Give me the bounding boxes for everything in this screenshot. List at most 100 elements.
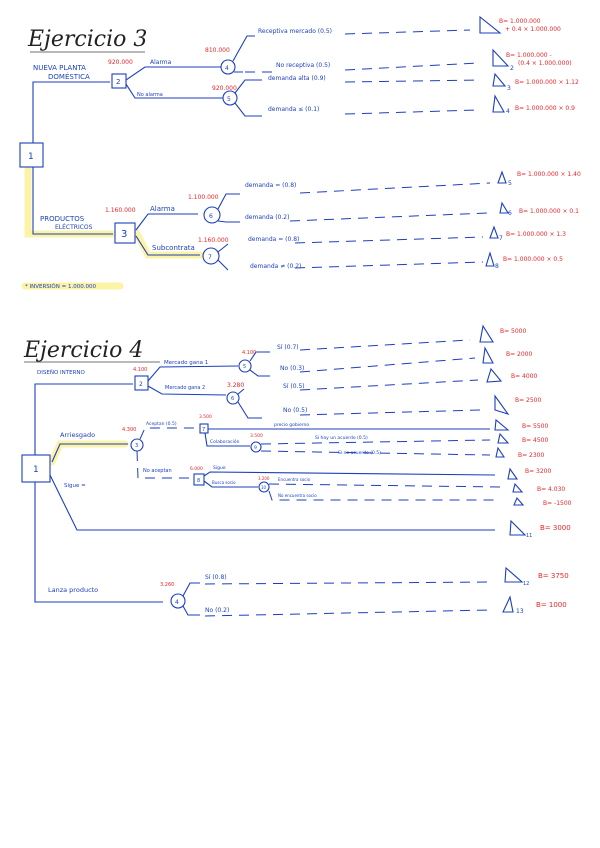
branch-label: Sí (0.7)	[277, 344, 299, 351]
outcome-3: 3B= 1.000.000 × 1.12	[492, 72, 579, 92]
node-value: 920.000	[108, 59, 133, 66]
branch-label: No (0.5)	[283, 407, 307, 414]
branch-label: No receptiva (0.5)	[276, 62, 330, 69]
branch-label: demanda alta (0.9)	[268, 75, 326, 82]
outcome-3: B= 4000	[486, 367, 538, 383]
alt-label: DISEÑO INTERNO	[37, 369, 86, 376]
node-label: 8	[197, 478, 200, 484]
decision-node-2	[111, 73, 127, 89]
branch-label: No aceptan	[143, 468, 172, 474]
investment-note: * INVERSIÓN = 1.000.000	[25, 283, 96, 290]
outcome-value: B= 1.000.000 × 0.1	[519, 208, 579, 215]
branch-label: Colaboración	[210, 438, 240, 445]
branch-label: Aceptan (0.5)	[146, 421, 177, 427]
branch-label: Subcontrata	[152, 244, 195, 252]
outcome-number: 12	[523, 581, 529, 587]
branch-label: Sí no acuerdo (0.5)	[338, 449, 381, 456]
chance-node-5	[222, 90, 238, 106]
node-label: 4	[175, 599, 179, 606]
node-label: 4	[225, 65, 229, 72]
node-value: 1.160.000	[105, 207, 136, 214]
node-label: 7	[208, 254, 212, 261]
outcome-number: 7	[499, 235, 503, 242]
node-value: 4.100	[133, 367, 147, 373]
outcome-value: B= 1.000.000 × 1.40	[517, 171, 581, 178]
outcome-value: B= -1500	[543, 500, 572, 507]
outcome-6: B= 4500	[497, 432, 549, 444]
outcome-value: B= 1.000.000	[499, 18, 541, 25]
chance-node-4	[220, 59, 236, 75]
outcome-number: 3	[507, 85, 511, 92]
outcome-13: 13 B= 1000	[502, 595, 567, 615]
node-label: 5	[227, 96, 231, 103]
outcome-5: B= 5500	[494, 418, 549, 431]
node-label: 5	[243, 364, 246, 370]
node-value: 1.100.000	[188, 194, 219, 201]
outcome-4: 4 B= 1.000.000 × 0.9	[492, 94, 575, 115]
outcome-8: B= 3200	[507, 467, 552, 480]
node-label: 3	[121, 229, 127, 240]
alt-label: DOMÉSTICA	[48, 72, 90, 81]
outcome-1: B= 1.000.000+ 0.4 × 1.000.000	[479, 15, 561, 34]
branch-label: No (0.2)	[205, 607, 229, 614]
outcome-value: B= 3200	[525, 468, 552, 475]
outcome-number: 11	[526, 533, 532, 539]
branch-label: Sigue =	[64, 483, 86, 489]
outcome-number: 13	[516, 608, 524, 615]
outcome-4: B= 2500	[494, 394, 542, 416]
outcome-number: 6	[508, 210, 512, 217]
decision-node-2	[134, 375, 149, 391]
outcome-12: 12B= 3750	[504, 566, 569, 587]
node-value: 4.100	[242, 350, 256, 356]
outcome-number: 4	[506, 108, 510, 115]
branch-label: Alarma	[150, 205, 175, 213]
node-value: 3.500	[250, 433, 263, 439]
outcome-value: B= 5000	[500, 328, 527, 335]
outcome-value: B= 5500	[522, 423, 549, 430]
node-label: 6	[209, 213, 213, 220]
node-label: 7	[202, 427, 205, 433]
exercise-4: Ejercicio 4 1 DISEÑO INTERNO 4.100 2 Mer…	[21, 324, 572, 617]
outcome-value: B= 3000	[540, 524, 571, 532]
outcome-5: 5B= 1.000.000 × 1.40	[497, 170, 581, 187]
outcome-value: B= 4.030	[537, 486, 565, 493]
outcome-8: 8B= 1.000.000 × 0.5	[485, 251, 563, 270]
exercise-4-title: Ejercicio 4	[23, 338, 143, 363]
outcome-value: B= 1.000.000 × 0.5	[503, 256, 563, 263]
branch-label: Mercado gana 2	[165, 385, 205, 391]
node-label: 3	[135, 443, 138, 449]
exercise-3: Ejercicio 3 1 NUEVA PLANTA DOMÉSTICA 920…	[19, 15, 581, 290]
alt-label: PRODUCTOS	[40, 215, 85, 223]
outcome-2: B= 2000	[482, 346, 533, 364]
branch-label: demanda ≤ (0.1)	[268, 106, 319, 113]
branch-label: No encuentra socio	[278, 493, 317, 498]
outcome-value: B= 1.000.000 × 1.3	[506, 231, 566, 238]
branch-label: demanda ≠ (0.2)	[250, 263, 301, 270]
outcome-6: 6 B= 1.000.000 × 0.1	[499, 201, 579, 217]
outcome-value: B= 2500	[515, 397, 542, 404]
branch-label: Arriesgado	[60, 431, 95, 439]
node-label: 1	[33, 465, 39, 475]
node-value: 1.160.000	[198, 237, 229, 244]
outcome-value: B= 2000	[506, 351, 533, 358]
branch-label: precio gobierno	[274, 422, 309, 428]
outcome-value: B= 1.000.000 × 0.9	[515, 105, 575, 112]
branch-label: Sí (0.5)	[283, 383, 305, 390]
branch-label: Lanza producto	[48, 586, 98, 594]
chance-node-9	[250, 441, 262, 453]
outcome-value: B= 1000	[536, 601, 567, 609]
outcome-1: B= 5000	[479, 324, 527, 343]
chance-node-7	[202, 247, 220, 265]
branch-label: Sí (0.8)	[205, 574, 227, 581]
outcome-value: B= 4500	[522, 437, 549, 444]
outcome-value: B= 2300	[518, 452, 545, 459]
exercise-3-title: Ejercicio 3	[27, 27, 147, 52]
branch-label: Receptiva mercado (0.5)	[258, 28, 332, 35]
decision-node-1	[21, 454, 51, 483]
outcome-11: 11 B= 3000	[509, 519, 571, 539]
node-value: 3.200	[258, 476, 270, 481]
node-value: 4.300	[122, 427, 136, 433]
branch-label: Sí hay un acuerdo (0.5)	[315, 434, 368, 441]
branch-label: No alarma	[137, 92, 163, 98]
node-label: 10	[261, 485, 267, 490]
